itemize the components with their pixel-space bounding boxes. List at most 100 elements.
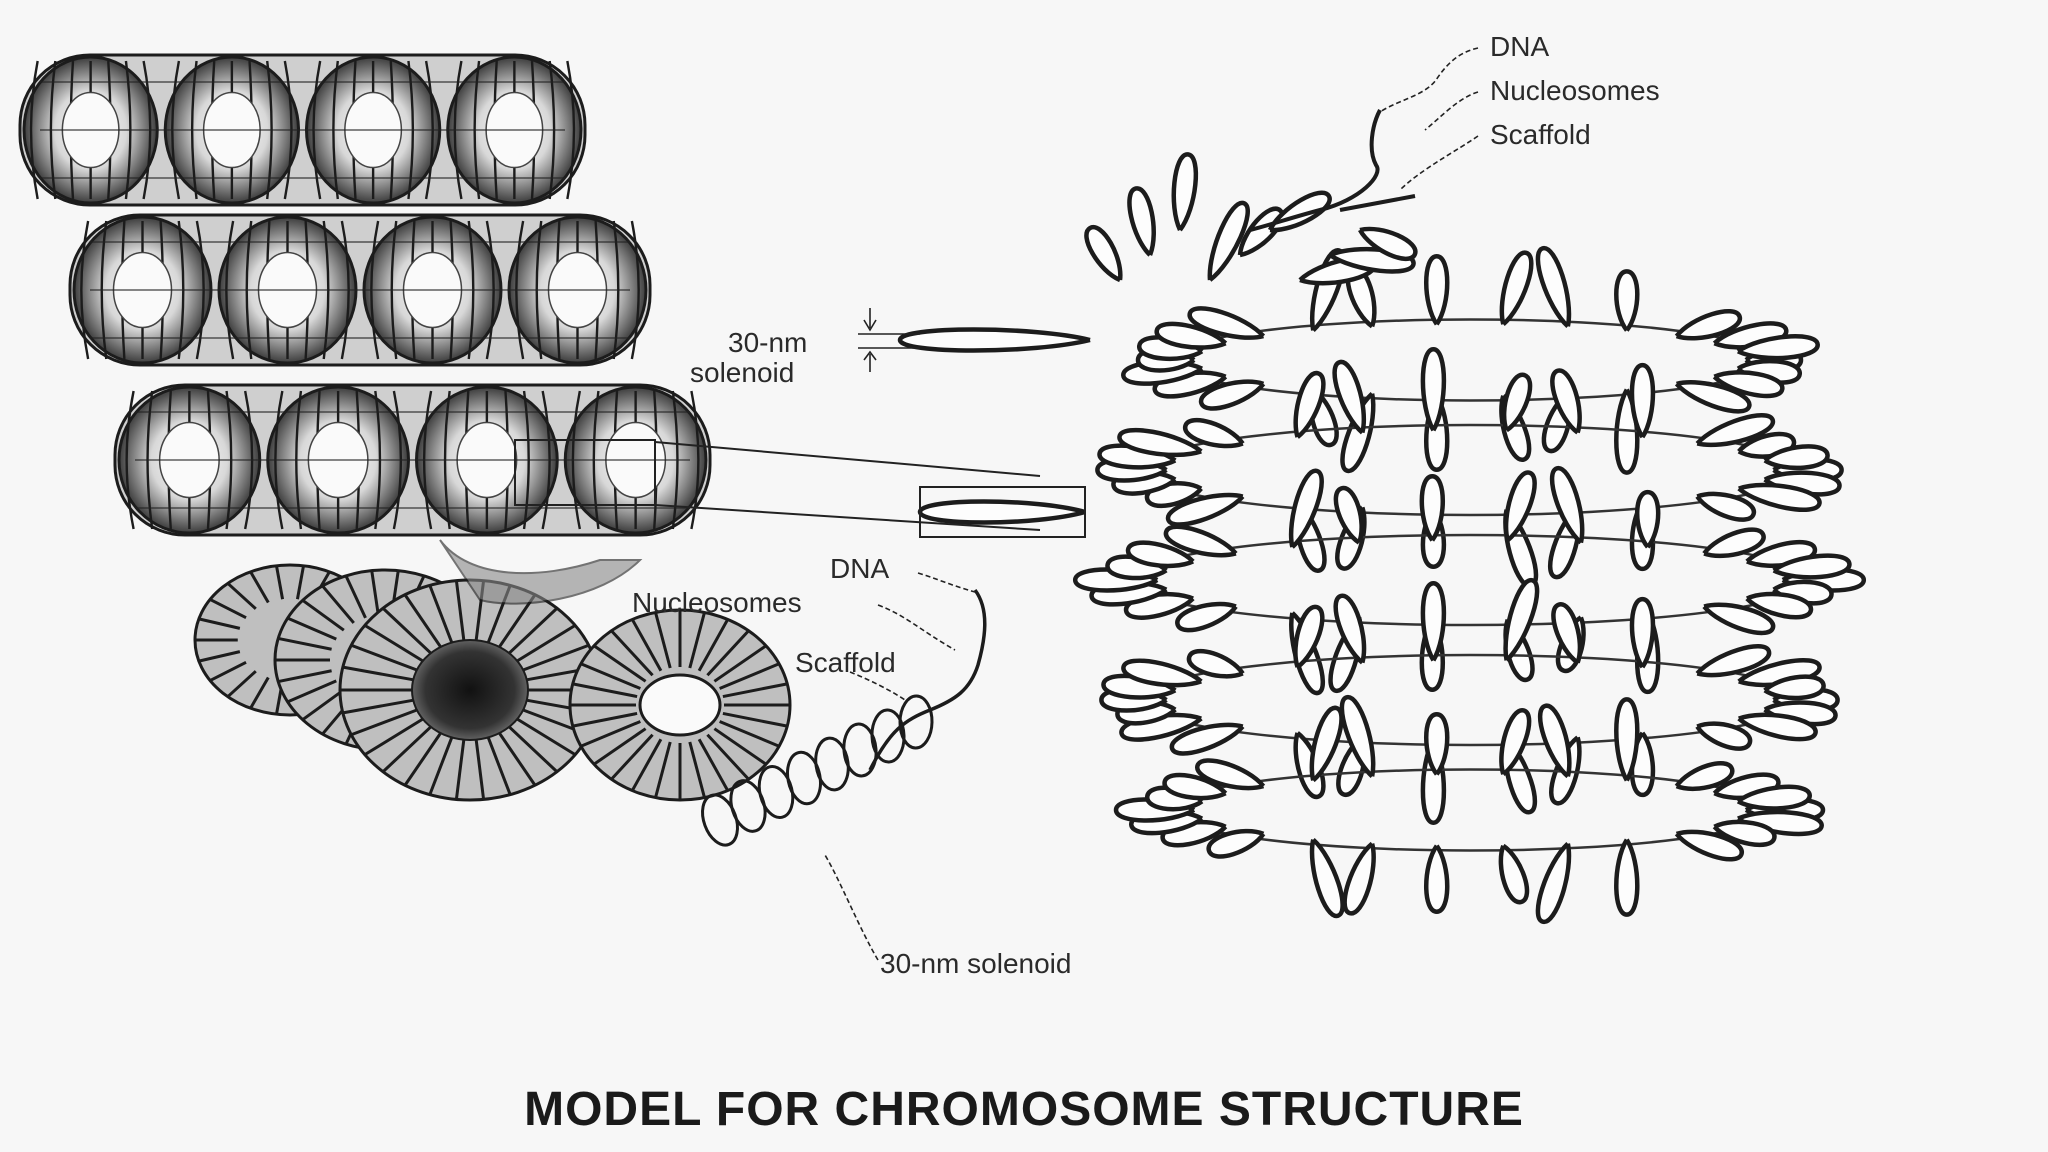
chromatin-loop	[1420, 581, 1447, 662]
chromatin-loop	[1538, 703, 1572, 779]
chromatin-loop	[1195, 758, 1266, 791]
chromatin-loop	[1186, 648, 1245, 679]
chromatin-loop	[1165, 492, 1245, 527]
chromatin-loop	[1339, 695, 1376, 778]
chromatin-loop	[1736, 784, 1812, 811]
label-dna-right: DNA	[1490, 31, 1549, 62]
chromatin-loop	[1737, 712, 1818, 742]
chromatin-loop	[1206, 828, 1266, 859]
chromatin-loop	[1501, 372, 1533, 433]
chromatin-loop	[1614, 269, 1640, 332]
chromatin-loop	[1712, 370, 1785, 399]
chromatin-loop	[1420, 347, 1447, 432]
chromatin-loop	[1737, 482, 1822, 512]
chromatin-loop	[1702, 527, 1766, 559]
chromatin-loop	[1772, 553, 1852, 580]
chromatin-loop	[1498, 843, 1530, 905]
chromatin-loop	[1503, 578, 1540, 662]
chromatin-loop	[1763, 444, 1830, 471]
chromatin-loop	[1695, 491, 1756, 522]
chromatin-loop	[1187, 306, 1266, 340]
label-solenoid-bottom: 30-nm solenoid	[880, 948, 1071, 979]
dna-strand-top	[1249, 109, 1416, 232]
chromatin-loop	[1535, 841, 1572, 924]
label-leaders	[824, 47, 1479, 961]
chromatin-loop	[1551, 602, 1583, 665]
solenoid-coil-spiral	[193, 539, 934, 847]
chromatin-loop	[1309, 705, 1344, 783]
fiber-loop	[870, 708, 906, 764]
chromatin-loop	[1423, 844, 1450, 914]
chromatin-loop	[1503, 470, 1537, 543]
chromatin-loop	[1674, 761, 1735, 792]
chromatin-loop	[1199, 379, 1266, 411]
chromatin-loop	[1125, 540, 1195, 569]
chromatin-loop	[1745, 591, 1814, 620]
chromatin-loop	[1288, 468, 1324, 549]
chromatin-loop	[1084, 225, 1123, 283]
coil-row	[113, 383, 712, 537]
zoom-box-right	[919, 486, 1086, 538]
chromatin-loop	[897, 327, 1091, 353]
chromatin-loop	[1736, 334, 1820, 361]
chromatin-loop	[1629, 362, 1656, 439]
chromatin-loop	[1695, 721, 1753, 751]
label-nucleosomes-right: Nucleosomes	[1490, 75, 1660, 106]
chromatin-loop	[1154, 321, 1228, 350]
chromatin-loop	[1423, 254, 1450, 326]
chromatin-loop	[1358, 226, 1418, 262]
diagram-title: MODEL FOR CHROMOSOME STRUCTURE	[524, 1083, 1524, 1136]
solenoid-width-marker	[858, 308, 920, 372]
chromatin-loop	[1629, 596, 1656, 669]
zoom-lines	[514, 439, 1086, 538]
label-solenoid-word: solenoid	[690, 357, 794, 388]
chromatin-loop	[1175, 601, 1238, 633]
chromatin-loop	[1424, 712, 1450, 776]
chromatin-loop	[1712, 819, 1777, 848]
chromatin-loop	[1237, 206, 1285, 258]
chromatin-loop	[1163, 524, 1238, 558]
chromatin-loop	[1535, 246, 1572, 329]
chromatin-loop	[1614, 838, 1640, 917]
dna-strand-left	[868, 588, 987, 771]
coil-row	[18, 53, 587, 207]
chromatin-loop	[1207, 200, 1250, 282]
scaffold-loop-domain	[897, 152, 1867, 924]
chromatin-loop	[1702, 602, 1776, 636]
chromatin-loop	[1635, 489, 1661, 549]
chromatin-loop	[1309, 837, 1345, 918]
chromatin-loop	[1171, 152, 1199, 232]
chromatin-loop	[1763, 674, 1826, 701]
label-solenoid-size: 30-nm	[728, 327, 807, 358]
chromatin-loop	[1121, 658, 1203, 688]
chromatin-loop	[1293, 371, 1326, 439]
chromatin-loop	[1674, 829, 1744, 862]
chromatin-loop	[1169, 722, 1245, 756]
chromatin-loop	[1183, 417, 1245, 449]
chromatin-loop	[1162, 772, 1228, 801]
chromatin-loop	[1674, 309, 1742, 341]
chromatin-loop	[1695, 413, 1775, 448]
chromatin-loop	[1333, 486, 1364, 545]
chromatin-loop	[1499, 708, 1532, 777]
coiled-chromatin-stack	[18, 53, 712, 537]
label-scaffold-left: Scaffold	[795, 647, 896, 678]
chromatin-loop	[1549, 466, 1585, 545]
zoom-box-left	[514, 439, 656, 506]
chromatin-loop	[1332, 359, 1366, 435]
chromatin-loop	[1499, 250, 1534, 326]
label-scaffold-right: Scaffold	[1490, 119, 1591, 150]
chromatin-loop	[1419, 474, 1446, 542]
chromatin-loop	[1674, 380, 1752, 414]
chromatin-loop	[1695, 644, 1772, 678]
label-nucleosomes-left: Nucleosomes	[632, 587, 802, 618]
fiber-loop	[898, 694, 934, 750]
chromatin-loop	[1550, 368, 1582, 435]
chromatin-loop	[1293, 604, 1325, 669]
chromatin-loop	[1614, 697, 1640, 782]
chromatin-loop	[1127, 186, 1156, 257]
label-dna-left: DNA	[830, 553, 889, 584]
coil-row	[68, 213, 652, 367]
